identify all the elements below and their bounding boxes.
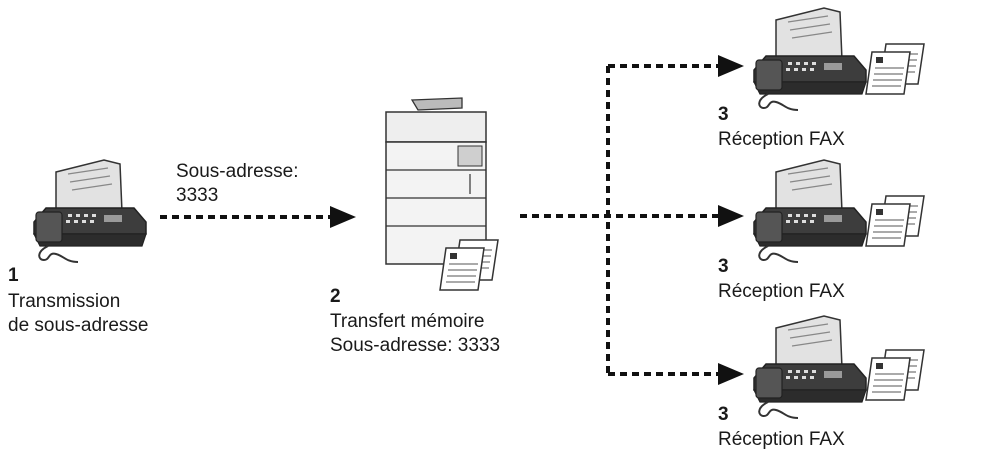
- receiver-step-number: 3: [718, 104, 729, 125]
- receiver-fax-icon: [753, 159, 925, 263]
- document-stack-icon: [439, 239, 499, 291]
- receiver-step-number: 3: [718, 256, 729, 277]
- receiver-label: Réception FAX: [718, 281, 845, 302]
- sender-label-line2: de sous-adresse: [8, 315, 149, 336]
- relay-step-number: 2: [330, 286, 341, 307]
- link-label-line2: 3333: [176, 185, 219, 206]
- receiver-step-number: 3: [718, 404, 729, 425]
- distribution-arrows: [520, 55, 744, 385]
- subaddress-arrow: [160, 206, 356, 228]
- relay-label-line2: Sous-adresse: 3333: [330, 335, 501, 356]
- receiver-label: Réception FAX: [718, 429, 845, 450]
- sender-step-number: 1: [8, 265, 19, 286]
- receiver-fax-icon: [753, 315, 925, 419]
- mfp-device-icon: [385, 97, 487, 265]
- sender-label-line1: Transmission: [8, 291, 121, 312]
- receiver-label: Réception FAX: [718, 129, 845, 150]
- link-label-line1: Sous-adresse:: [176, 161, 299, 182]
- sender-fax-icon: [33, 159, 147, 263]
- relay-label-line1: Transfert mémoire: [330, 311, 485, 332]
- receiver-fax-icon: [753, 7, 925, 111]
